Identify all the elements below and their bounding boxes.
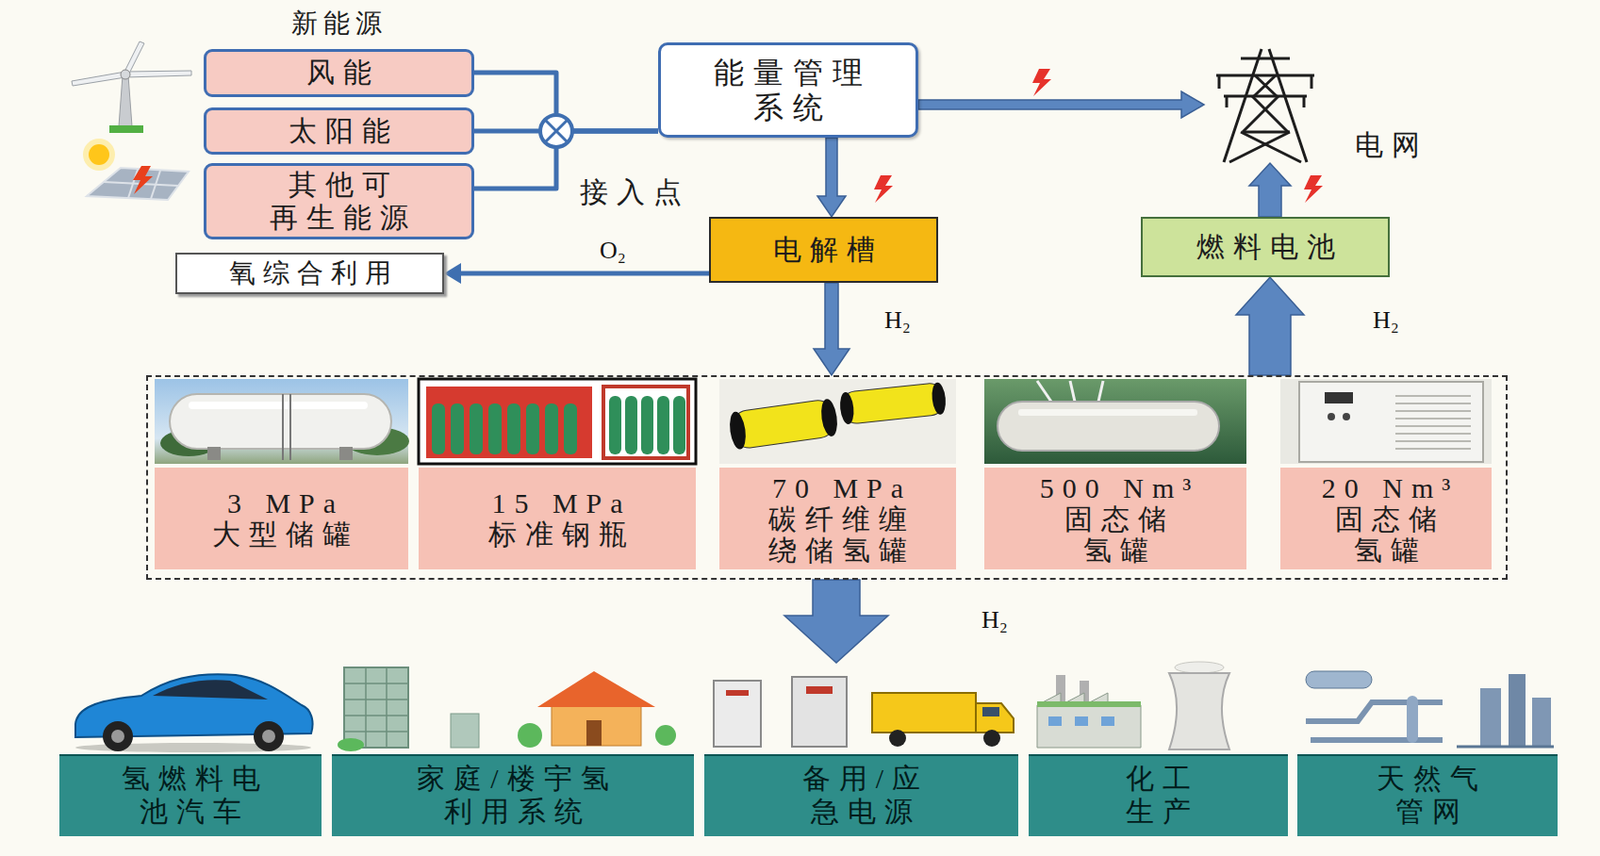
node-text: 70 MPa 碳纤维缠 绕储氢罐: [743, 472, 932, 566]
node-text: 3 MPa 大型储罐: [187, 487, 376, 550]
pylon-icon: [1216, 49, 1315, 163]
node-text: 氢燃料电 池汽车: [92, 762, 290, 828]
source-box: 太阳能: [203, 107, 475, 155]
application-box: 化工 生产: [1028, 662, 1288, 837]
source-box: 其他可 再生能源: [203, 163, 475, 240]
node-text: 太阳能: [280, 115, 399, 149]
storage-label: 15 MPa 标准钢瓶: [418, 467, 696, 570]
edge-label: O₂: [597, 236, 628, 265]
junction-label: 接入点: [571, 173, 691, 213]
solar-icon: [82, 138, 189, 200]
node-text: 其他可 再生能源: [240, 168, 438, 234]
edge-label: H₂: [1370, 306, 1402, 335]
node-text: 电解槽: [764, 233, 884, 267]
connector-line: [461, 271, 710, 277]
node-text: 15 MPa 标准钢瓶: [463, 487, 652, 550]
flow-arrow: [918, 91, 1205, 118]
storage-label: 20 Nm³ 固态储 氢罐: [1280, 467, 1492, 570]
storage-group: 3 MPa 大型储罐 15 MPa 标准钢瓶 70 MPa 碳纤维缠 绕储氢罐 500…: [146, 375, 1508, 580]
node-text: 天然气 管网: [1352, 762, 1503, 828]
block-arrow: [817, 137, 846, 217]
process-box: 燃料电池: [1140, 216, 1390, 278]
node-text: 能量管理 系统: [684, 55, 892, 126]
edge-label: H₂: [979, 606, 1010, 635]
storage-label: 3 MPa 大型储罐: [154, 467, 409, 570]
edge-label: H₂: [882, 306, 913, 335]
flow-arrow: [813, 282, 850, 376]
flow-arrow: [1236, 277, 1304, 376]
block-arrow: [784, 579, 889, 663]
block-arrow: [1236, 277, 1304, 376]
block-arrow: [918, 91, 1205, 118]
storage-label: 70 MPa 碳纤维缠 绕储氢罐: [719, 467, 957, 570]
flow-arrow: [1249, 163, 1291, 217]
solid-storage-tank-photo: [984, 379, 1247, 464]
output-box: 氧综合利用: [175, 252, 445, 295]
node-text: 电网: [1346, 129, 1429, 163]
node-text: 氧综合利用: [221, 258, 399, 289]
group-heading: 新能源: [285, 5, 388, 42]
node-text: 燃料电池: [1187, 230, 1344, 264]
carbon-fiber-tank-photo: [719, 379, 957, 464]
node-text: 500 Nm³ 固态储 氢罐: [1022, 472, 1210, 566]
block-arrow: [1249, 163, 1291, 217]
flow-arrow: [817, 137, 846, 217]
large-tank-photo: [154, 379, 410, 464]
storage-label: 500 Nm³ 固态储 氢罐: [984, 467, 1247, 570]
flow-arrow: [444, 263, 710, 284]
grid-node: 电网: [1204, 46, 1439, 164]
wind-turbine-icon: [71, 41, 192, 133]
node-text: 备用/应 急电源: [762, 762, 960, 828]
application-box: 备用/应 急电源: [704, 662, 1019, 837]
process-box: 能量管理 系统: [658, 42, 919, 138]
application-box: 家庭/楼宇氢 利用系统: [331, 662, 694, 837]
node-text: 化工 生产: [1092, 762, 1224, 828]
source-box: 风能: [203, 49, 475, 98]
application-box: 氢燃料电 池汽车: [59, 662, 322, 837]
solid-storage-cabinet-photo: [1280, 379, 1492, 464]
flow-arrow: [784, 579, 889, 663]
node-text: 家庭/楼宇氢 利用系统: [395, 762, 631, 828]
node-text: 20 Nm³ 固态储 氢罐: [1292, 472, 1481, 566]
gas-cylinder-photo: [418, 379, 696, 464]
arrow-head: [444, 263, 462, 284]
block-arrow: [813, 282, 850, 376]
node-text: 风能: [297, 56, 380, 90]
application-box: 天然气 管网: [1297, 662, 1558, 837]
junction-symbol: [540, 115, 573, 148]
process-box: 电解槽: [709, 216, 939, 283]
